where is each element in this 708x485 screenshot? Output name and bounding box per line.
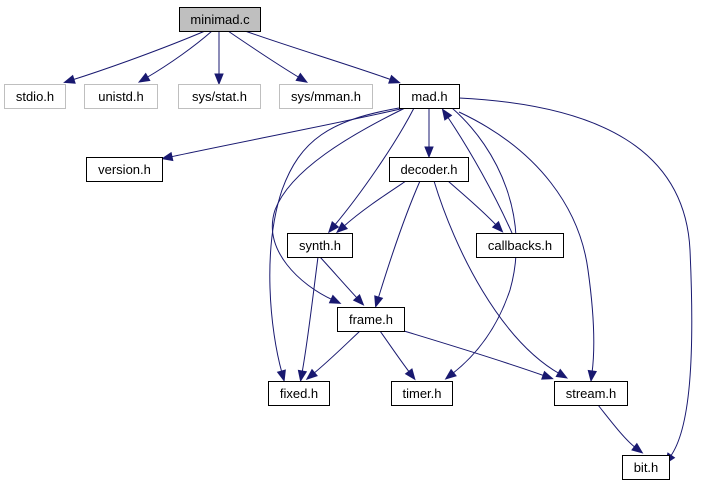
edge-mad-h-to-frame-h xyxy=(271,107,406,301)
node-decoder-h-box xyxy=(389,157,469,182)
edge-mad-h-to-frame-h-arrowhead xyxy=(328,294,342,304)
edge-mad-h-to-bit-h xyxy=(458,97,693,458)
node-synth-h-label: synth.h xyxy=(299,238,341,253)
node-stdio-h-label: stdio.h xyxy=(16,89,54,104)
node-callbacks-h[interactable]: callbacks.h xyxy=(476,233,564,258)
node-mad-h[interactable]: mad.h xyxy=(399,84,460,109)
edge-minimad-c-to-sys-stat-h-arrowhead xyxy=(214,73,224,86)
edge-frame-h-to-fixed-h xyxy=(312,330,361,375)
node-fixed-h-label: fixed.h xyxy=(280,386,318,401)
node-sys-stat-h: sys/stat.h xyxy=(178,84,261,109)
edge-decoder-h-to-stream-h-arrowhead xyxy=(555,368,569,379)
edge-decoder-h-to-stream-h xyxy=(433,180,561,375)
edge-minimad-c-to-unistd-h xyxy=(145,30,213,79)
node-decoder-h-label: decoder.h xyxy=(400,162,457,177)
edge-minimad-c-to-mad-h-arrowhead xyxy=(388,74,401,84)
edge-decoder-h-to-synth-h-arrowhead xyxy=(336,221,349,234)
node-bit-h[interactable]: bit.h xyxy=(622,455,670,480)
edge-minimad-c-to-stdio-h xyxy=(71,30,206,81)
node-bit-h-label: bit.h xyxy=(634,460,659,475)
node-decoder-h[interactable]: decoder.h xyxy=(389,157,469,182)
node-frame-h-box xyxy=(337,307,405,332)
edge-frame-h-to-stream-h xyxy=(403,330,546,377)
node-synth-h[interactable]: synth.h xyxy=(287,233,353,258)
node-bit-h-box xyxy=(622,455,670,480)
node-sys-mman-h-box xyxy=(279,84,373,109)
edge-synth-h-to-frame-h-arrowhead xyxy=(352,293,365,306)
edge-mad-h-to-synth-h xyxy=(333,107,415,227)
node-sys-stat-h-box xyxy=(178,84,261,109)
node-stdio-h-box xyxy=(4,84,66,109)
edge-mad-h-to-version-h xyxy=(169,107,406,158)
node-version-h-box xyxy=(86,157,163,182)
edge-decoder-h-to-frame-h xyxy=(377,180,421,300)
node-mad-h-label: mad.h xyxy=(411,89,447,104)
edge-stream-h-to-bit-h-arrowhead xyxy=(631,442,644,454)
node-minimad-c-label: minimad.c xyxy=(190,12,250,27)
edge-frame-h-to-timer-h xyxy=(379,330,411,374)
edge-mad-h-to-stream-h-arrowhead xyxy=(587,369,598,383)
node-stream-h-box xyxy=(554,381,628,406)
node-mad-h-box xyxy=(399,84,460,109)
node-fixed-h[interactable]: fixed.h xyxy=(268,381,330,406)
node-sys-stat-h-label: sys/stat.h xyxy=(192,89,247,104)
node-timer-h[interactable]: timer.h xyxy=(391,381,453,406)
node-timer-h-box xyxy=(391,381,453,406)
nodes-layer: minimad.c stdio.h unistd.h sys/stat.h sys/mm… xyxy=(4,7,670,480)
node-version-h-label: version.h xyxy=(98,162,151,177)
node-fixed-h-box xyxy=(268,381,330,406)
edge-frame-h-to-fixed-h-arrowhead xyxy=(305,368,318,380)
node-timer-h-label: timer.h xyxy=(402,386,441,401)
node-unistd-h-box xyxy=(84,84,158,109)
edge-mad-h-to-decoder-h-arrowhead xyxy=(424,146,434,159)
node-stream-h-label: stream.h xyxy=(566,386,617,401)
node-unistd-h-label: unistd.h xyxy=(98,89,144,104)
edge-decoder-h-to-frame-h-arrowhead xyxy=(374,295,384,308)
node-sys-mman-h-label: sys/mman.h xyxy=(291,89,361,104)
edge-mad-h-to-version-h-arrowhead xyxy=(160,151,174,162)
node-minimad-c-box xyxy=(179,7,261,32)
node-sys-mman-h: sys/mman.h xyxy=(279,84,373,109)
node-version-h[interactable]: version.h xyxy=(86,157,163,182)
node-stream-h[interactable]: stream.h xyxy=(554,381,628,406)
node-frame-h[interactable]: frame.h xyxy=(337,307,405,332)
node-stdio-h: stdio.h xyxy=(4,84,66,109)
edge-decoder-h-to-synth-h xyxy=(342,180,407,228)
edge-mad-h-to-stream-h xyxy=(458,111,595,374)
node-minimad-c[interactable]: minimad.c xyxy=(179,7,261,32)
edge-mad-h-to-timer-h xyxy=(451,107,517,375)
node-callbacks-h-label: callbacks.h xyxy=(488,238,552,253)
edge-decoder-h-to-callbacks-h xyxy=(447,180,498,227)
edge-frame-h-to-timer-h-arrowhead xyxy=(404,368,416,381)
edge-minimad-c-to-mad-h xyxy=(244,30,393,81)
edge-mad-h-to-fixed-h xyxy=(269,107,400,374)
node-synth-h-box xyxy=(287,233,353,258)
edge-stream-h-to-bit-h xyxy=(597,404,637,449)
edge-callbacks-h-to-mad-h-arrowhead xyxy=(441,108,453,121)
node-unistd-h: unistd.h xyxy=(84,84,158,109)
edge-minimad-c-to-stdio-h-arrowhead xyxy=(63,74,76,84)
edge-minimad-c-to-sys-mman-h-arrowhead xyxy=(295,72,309,83)
edge-decoder-h-to-callbacks-h-arrowhead xyxy=(491,220,504,233)
edge-minimad-c-to-sys-mman-h xyxy=(227,30,301,79)
edge-minimad-c-to-unistd-h-arrowhead xyxy=(137,72,151,83)
node-callbacks-h-box xyxy=(476,233,564,258)
edge-synth-h-to-fixed-h xyxy=(301,256,319,374)
edge-synth-h-to-fixed-h-arrowhead xyxy=(297,369,308,383)
node-frame-h-label: frame.h xyxy=(349,312,393,327)
edge-synth-h-to-frame-h xyxy=(319,256,359,300)
edge-callbacks-h-to-mad-h xyxy=(446,115,513,234)
edge-frame-h-to-stream-h-arrowhead xyxy=(541,370,554,380)
edge-mad-h-to-synth-h-arrowhead xyxy=(328,221,340,234)
edge-mad-h-to-fixed-h-arrowhead xyxy=(276,369,286,383)
edge-mad-h-to-timer-h-arrowhead xyxy=(444,368,457,380)
